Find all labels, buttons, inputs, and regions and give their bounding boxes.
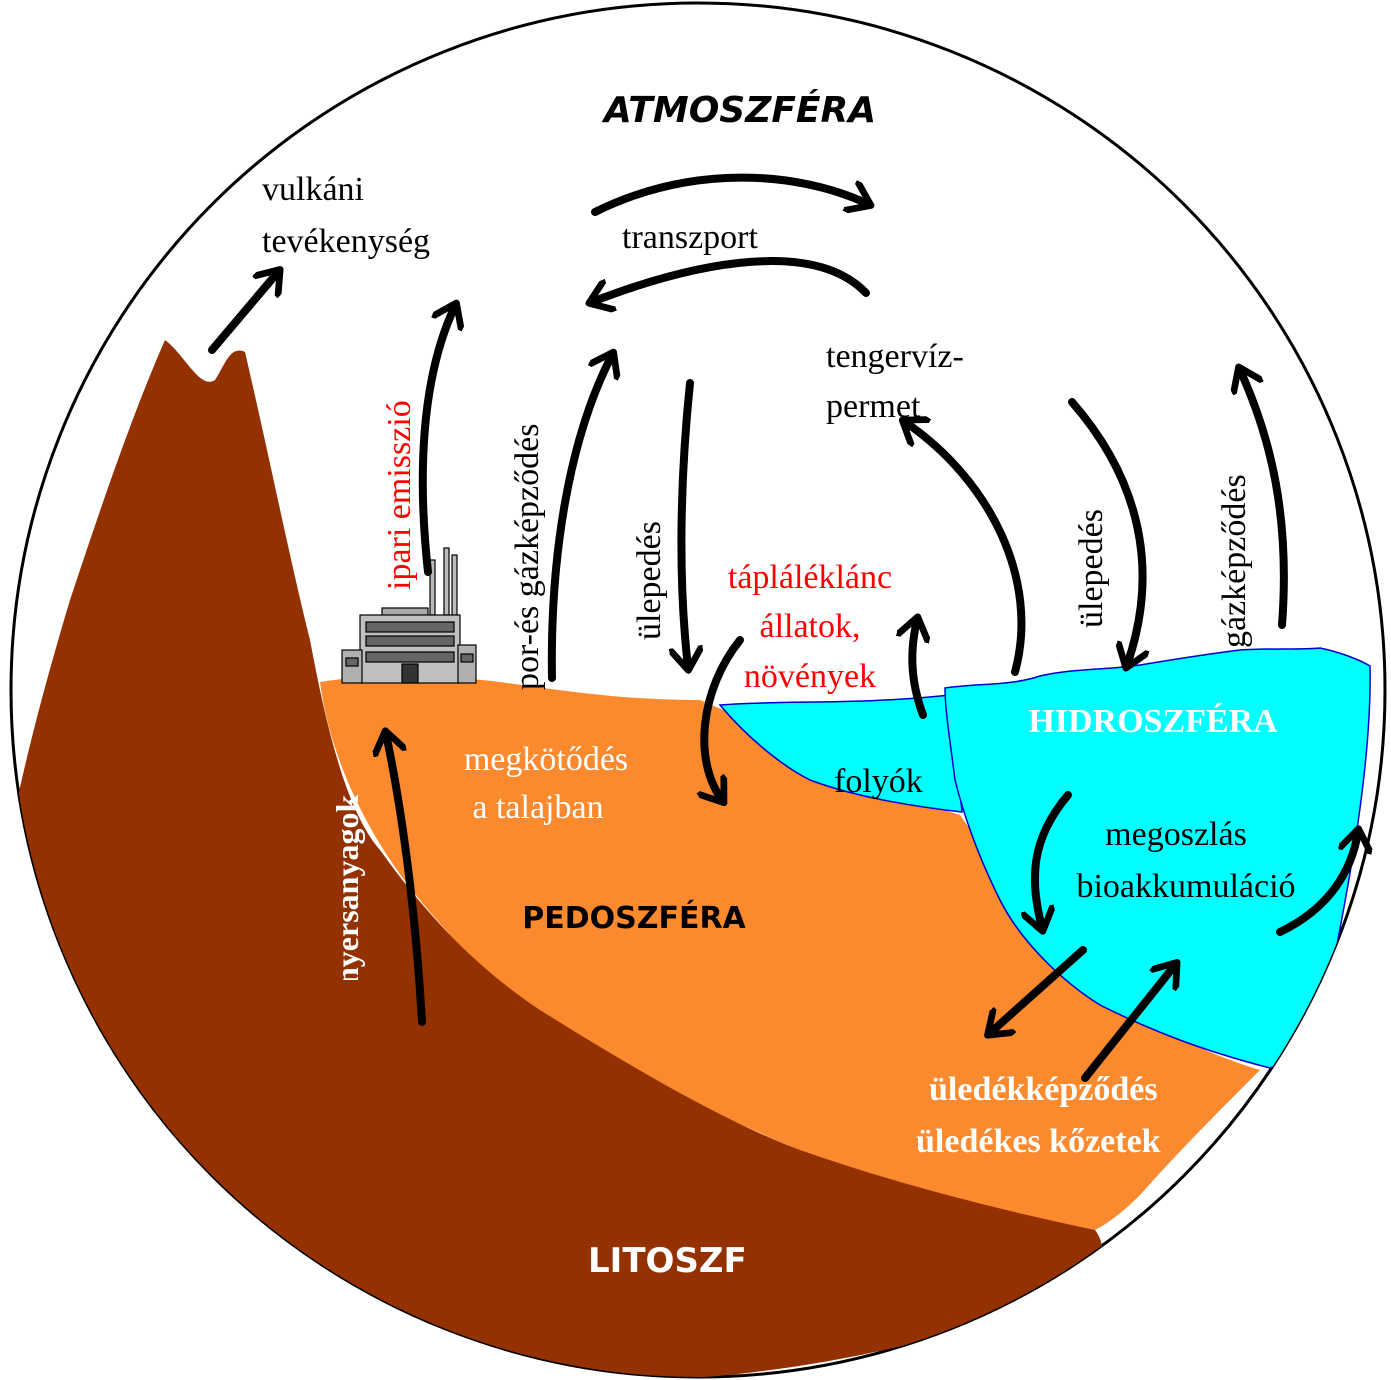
volcanic-activity-label-line2: tevékenység	[262, 223, 430, 260]
raw-materials-label: nyersanyagok	[329, 795, 365, 985]
gas-formation-label: gázképződés	[1216, 474, 1253, 648]
soil-binding-label-line1: megkötődés	[464, 741, 628, 778]
sediment-formation-label-line1: üledékképződés	[929, 1071, 1158, 1108]
rivers-label: folyók	[834, 763, 923, 800]
lithosphere-label: LITOSZF	[588, 1241, 747, 1281]
dust-gas-formation-label: por-és gázképződés	[509, 424, 546, 690]
deposition-right-label: ülepedés	[1073, 509, 1110, 628]
pedosphere-label: PEDOSZFÉRA	[522, 900, 746, 936]
hydrosphere-label: HIDROSZFÉRA	[1028, 703, 1278, 740]
food-chain-label-line2: állatok,	[759, 608, 860, 645]
food-chain-label-line1: tápláléklánc	[728, 559, 892, 596]
industrial-emission-label: ipari emisszió	[381, 400, 418, 590]
soil-binding-label-line2: a talajban	[472, 789, 603, 826]
atmosphere-label: ATMOSZFÉRA	[601, 89, 876, 131]
sediment-formation-label-line2: üledékes kőzetek	[916, 1123, 1161, 1160]
transport-label: transzport	[622, 219, 759, 256]
food-chain-label-line3: növények	[744, 658, 876, 695]
distribution-label-line2: bioakkumuláció	[1076, 868, 1295, 905]
volcanic-activity-label-line1: vulkáni	[262, 171, 364, 208]
deposition-left-label: ülepedés	[631, 521, 668, 640]
distribution-label-line1: megoszlás	[1105, 816, 1247, 853]
seawater-spray-label-line1: tengervíz-	[826, 338, 964, 375]
